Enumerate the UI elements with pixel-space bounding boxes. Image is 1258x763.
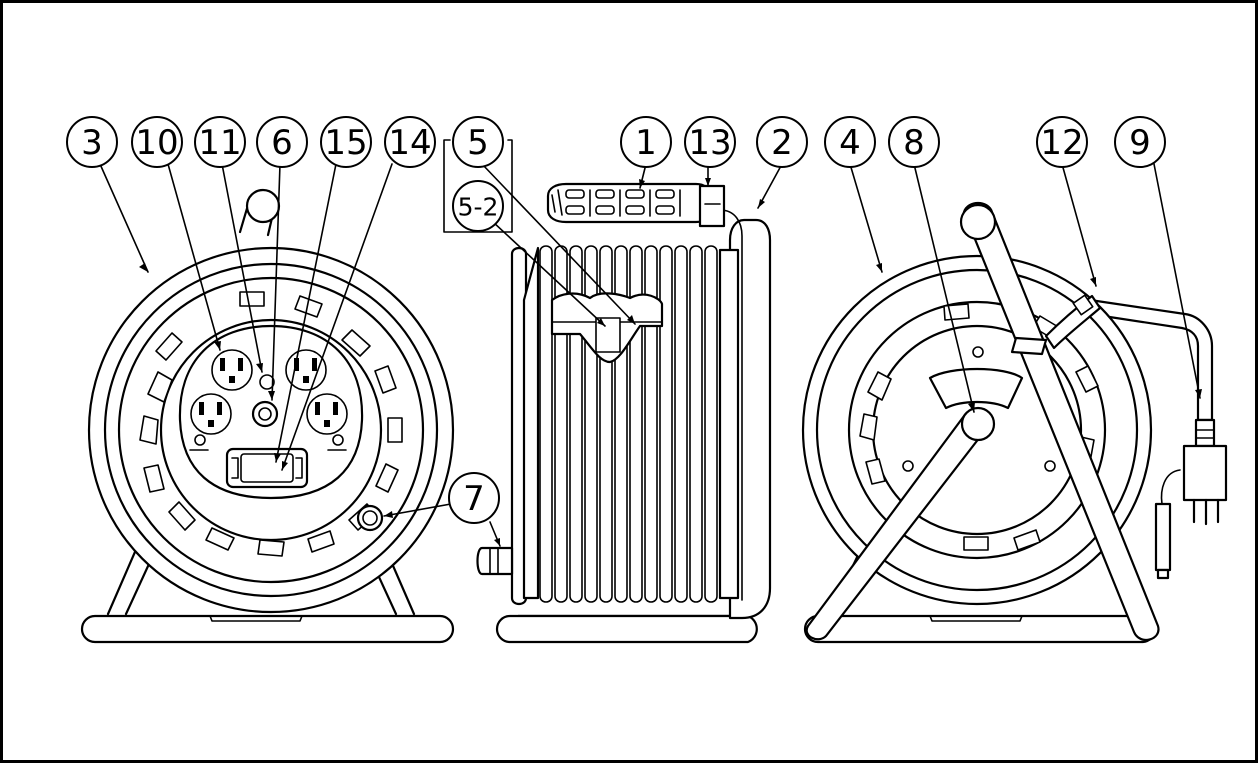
callout-2: 2 xyxy=(756,116,808,168)
svg-text:13: 13 xyxy=(688,123,731,163)
callout-6: 6 xyxy=(256,116,308,168)
front-receptacles xyxy=(189,349,348,451)
svg-text:6: 6 xyxy=(271,123,293,163)
leader-lines xyxy=(99,139,1202,547)
svg-text:12: 12 xyxy=(1040,123,1083,163)
svg-text:8: 8 xyxy=(903,123,925,163)
svg-text:11: 11 xyxy=(198,123,241,163)
callout-5: 5 xyxy=(452,116,504,168)
callout-10: 10 xyxy=(131,116,183,168)
callout-1: 1 xyxy=(620,116,672,168)
callout-11: 11 xyxy=(194,116,246,168)
callout-9: 9 xyxy=(1114,116,1166,168)
svg-text:15: 15 xyxy=(324,123,367,163)
callout-14: 14 xyxy=(384,116,436,168)
callout-3: 3 xyxy=(66,116,118,168)
svg-text:14: 14 xyxy=(388,123,431,163)
side-view xyxy=(476,182,772,644)
coiled-cord xyxy=(539,245,718,603)
svg-text:5-2: 5-2 xyxy=(458,193,499,222)
callout-5-2: 5-2 xyxy=(452,180,504,232)
svg-text:10: 10 xyxy=(135,123,178,163)
svg-text:4: 4 xyxy=(839,123,861,163)
svg-text:1: 1 xyxy=(635,123,657,163)
svg-text:5: 5 xyxy=(467,123,489,163)
svg-text:9: 9 xyxy=(1129,123,1151,163)
grip-ribs xyxy=(551,189,681,217)
front-view xyxy=(80,188,455,644)
callout-7: 7 xyxy=(448,472,500,524)
svg-text:7: 7 xyxy=(463,479,485,519)
callout-8: 8 xyxy=(888,116,940,168)
callout-12: 12 xyxy=(1036,116,1088,168)
svg-text:2: 2 xyxy=(771,123,793,163)
callout-4: 4 xyxy=(824,116,876,168)
callout-13: 13 xyxy=(684,116,736,168)
rear-view xyxy=(801,201,1228,644)
svg-text:3: 3 xyxy=(81,123,103,163)
callout-15: 15 xyxy=(320,116,372,168)
callouts: 3 10 11 6 15 14 5 5-2 1 13 2 4 8 12 9 7 xyxy=(66,116,1166,524)
